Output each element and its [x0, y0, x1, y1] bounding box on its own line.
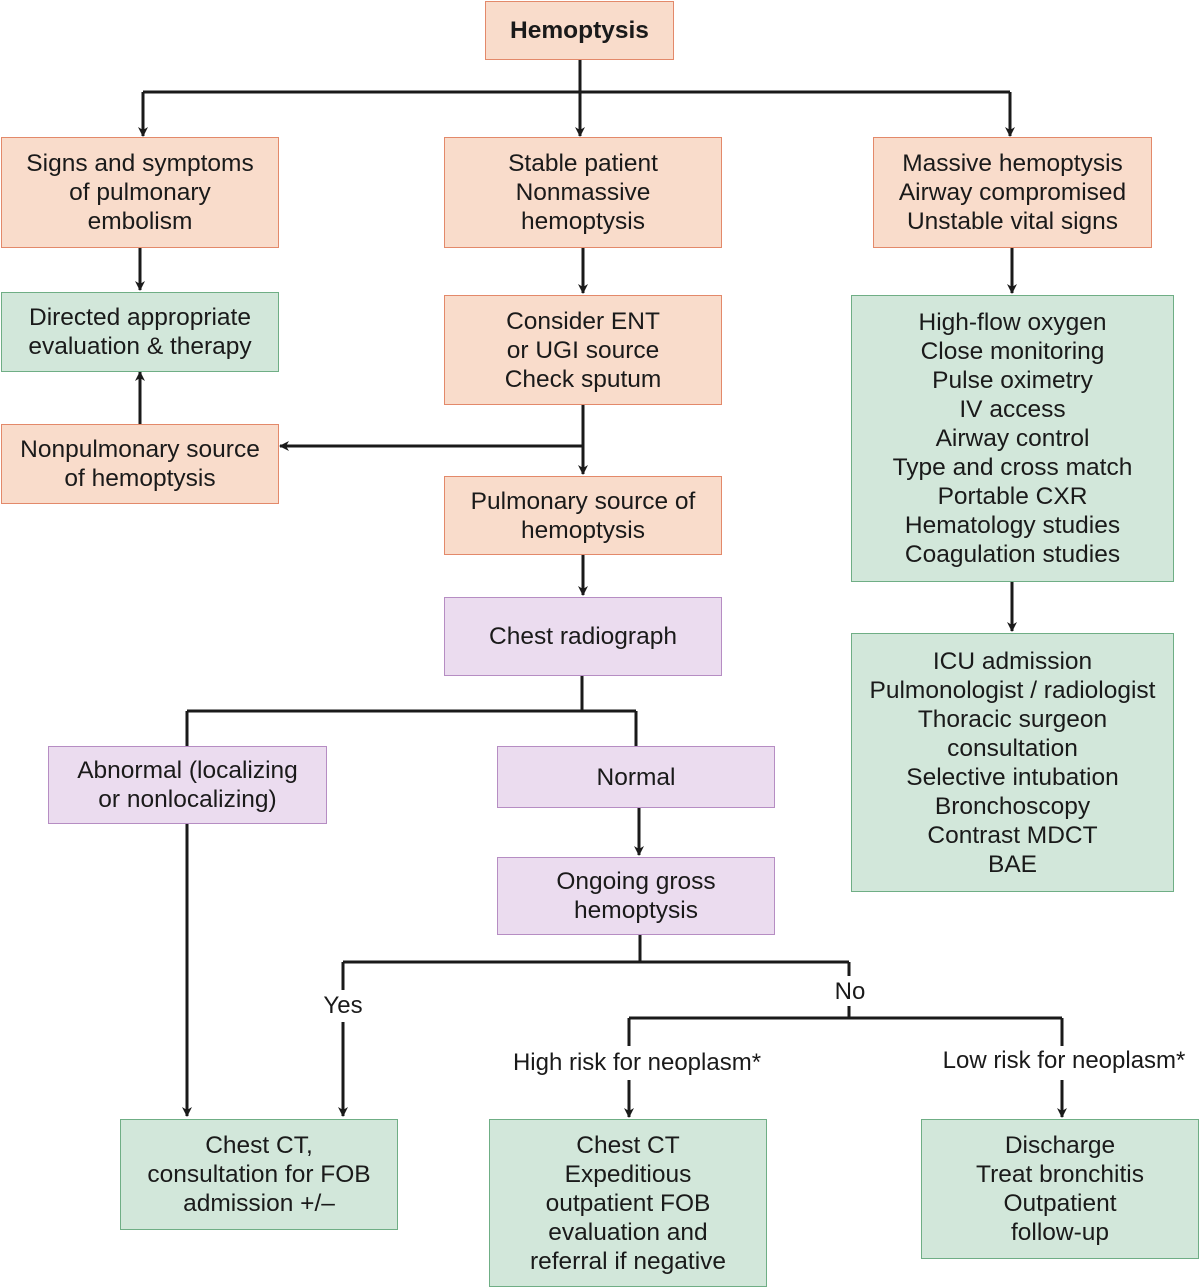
pulmonary-source-text: Pulmonary source of hemoptysis: [470, 487, 696, 544]
normal-radiograph-box: Normal: [497, 746, 775, 808]
low-risk-label: Low risk for neoplasm*: [942, 1047, 1186, 1074]
chest-radiograph-text: Chest radiograph: [489, 623, 677, 650]
high-risk-plan-text: Chest CT Expeditious outpatient FOB eval…: [529, 1131, 727, 1275]
abnormal-radiograph-box: Abnormal (localizing or nonlocalizing): [48, 746, 327, 824]
massive-hemoptysis-box: Massive hemoptysis Airway compromised Un…: [873, 137, 1152, 248]
hemoptysis-title-box: Hemoptysis: [485, 1, 674, 60]
no-label: No: [834, 978, 866, 1005]
abnormal-radiograph-text: Abnormal (localizing or nonlocalizing): [77, 757, 298, 813]
stable-patient-text: Stable patient Nonmassive hemoptysis: [508, 150, 658, 235]
nonpulmonary-source-box: Nonpulmonary source of hemoptysis: [1, 424, 279, 504]
normal-radiograph-text: Normal: [596, 763, 676, 791]
massive-management-text: High-flow oxygen Close monitoring Pulse …: [892, 309, 1133, 568]
high-risk-label: High risk for neoplasm*: [512, 1049, 762, 1076]
pulmonary-source-box: Pulmonary source of hemoptysis: [444, 476, 722, 555]
ongoing-hemoptysis-box: Ongoing gross hemoptysis: [497, 857, 775, 935]
chest-ct-fob-box: Chest CT, consultation for FOB admission…: [120, 1119, 398, 1230]
consider-ent-text: Consider ENT or UGI source Check sputum: [504, 307, 662, 393]
low-risk-plan-box: Discharge Treat bronchitis Outpatient fo…: [921, 1119, 1199, 1259]
page-title: Hemoptysis: [510, 17, 649, 44]
low-risk-plan-text: Discharge Treat bronchitis Outpatient fo…: [976, 1132, 1144, 1246]
nonpulmonary-source-text: Nonpulmonary source of hemoptysis: [20, 436, 260, 492]
directed-evaluation-box: Directed appropriate evaluation & therap…: [1, 292, 279, 372]
yes-label: Yes: [323, 992, 363, 1019]
pe-signs-box: Signs and symptoms of pulmonary embolism: [1, 137, 279, 248]
massive-hemoptysis-text: Massive hemoptysis Airway compromised Un…: [898, 150, 1127, 235]
consider-ent-box: Consider ENT or UGI source Check sputum: [444, 295, 722, 405]
ongoing-hemoptysis-text: Ongoing gross hemoptysis: [556, 868, 716, 924]
icu-admission-box: ICU admission Pulmonologist / radiologis…: [851, 633, 1174, 892]
pe-signs-text: Signs and symptoms of pulmonary embolism: [26, 150, 254, 235]
icu-admission-text: ICU admission Pulmonologist / radiologis…: [869, 647, 1156, 878]
directed-evaluation-text: Directed appropriate evaluation & therap…: [28, 304, 252, 360]
high-risk-plan-box: Chest CT Expeditious outpatient FOB eval…: [489, 1119, 767, 1287]
chest-radiograph-box: Chest radiograph: [444, 597, 722, 676]
massive-management-box: High-flow oxygen Close monitoring Pulse …: [851, 295, 1174, 582]
stable-patient-box: Stable patient Nonmassive hemoptysis: [444, 137, 722, 248]
chest-ct-fob-text: Chest CT, consultation for FOB admission…: [147, 1132, 371, 1217]
